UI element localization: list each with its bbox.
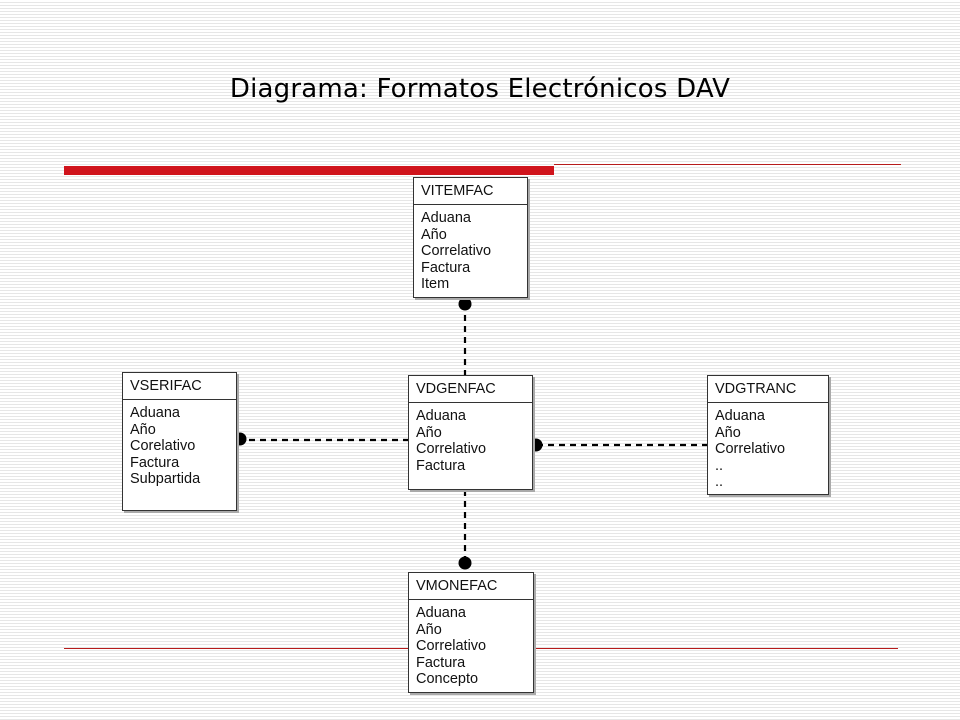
entity-field: Correlativo — [715, 441, 786, 457]
entity-field-list: Aduana Año Correlativo Factura Concepto — [409, 600, 533, 688]
entity-field: Factura — [130, 454, 180, 471]
entity-vserifac[interactable]: VSERIFAC Aduana Año Corelativo Factura S… — [122, 372, 237, 511]
entity-field: Subpartida — [130, 471, 201, 487]
entity-vdgenfac[interactable]: VDGENFAC Aduana Año Correlativo Factura — [408, 375, 533, 490]
entity-field-list: Aduana Año Correlativo Factura — [409, 403, 532, 474]
entity-field: Concepto — [416, 671, 479, 687]
entity-field: .. — [715, 457, 724, 474]
entity-field-list: Aduana Año Correlativo Factura Item — [414, 205, 527, 293]
entity-field: Aduana — [421, 210, 471, 226]
entity-name: VMONEFAC — [409, 573, 533, 600]
entity-field: Aduana — [130, 405, 180, 421]
title-rule-line — [554, 164, 901, 165]
entity-field: Aduana — [715, 408, 765, 424]
entity-field: Año — [421, 226, 447, 243]
entity-field: Corelativo — [130, 438, 196, 454]
entity-field: Factura — [416, 654, 466, 671]
entity-field: Factura — [421, 259, 471, 276]
entity-field: Correlativo — [416, 441, 487, 457]
entity-field: Item — [421, 276, 450, 292]
entity-field-list: Aduana Año Correlativo .. .. — [708, 403, 828, 491]
entity-field: Año — [715, 424, 741, 441]
entity-vitemfac[interactable]: VITEMFAC Aduana Año Correlativo Factura … — [413, 177, 528, 298]
entity-vdgtranc[interactable]: VDGTRANC Aduana Año Correlativo .. .. — [707, 375, 829, 495]
entity-field-list: Aduana Año Corelativo Factura Subpartida — [123, 400, 236, 488]
entity-field: Año — [416, 621, 442, 638]
entity-field: Correlativo — [416, 638, 487, 654]
entity-name: VDGTRANC — [708, 376, 828, 403]
entity-field: Correlativo — [421, 243, 492, 259]
connector-end-dot — [458, 556, 472, 570]
entity-name: VSERIFAC — [123, 373, 236, 400]
entity-vmonefac[interactable]: VMONEFAC Aduana Año Correlativo Factura … — [408, 572, 534, 693]
entity-field: Año — [130, 421, 156, 438]
entity-field: Aduana — [416, 605, 466, 621]
entity-field: Aduana — [416, 408, 466, 424]
entity-name: VITEMFAC — [414, 178, 527, 205]
entity-field: Año — [416, 424, 442, 441]
slide-title: Diagrama: Formatos Electrónicos DAV — [229, 74, 731, 104]
entity-field: .. — [715, 474, 724, 490]
entity-name: VDGENFAC — [409, 376, 532, 403]
entity-field: Factura — [416, 457, 466, 474]
title-accent-bar — [64, 166, 554, 175]
connector-end-dot — [458, 297, 472, 311]
